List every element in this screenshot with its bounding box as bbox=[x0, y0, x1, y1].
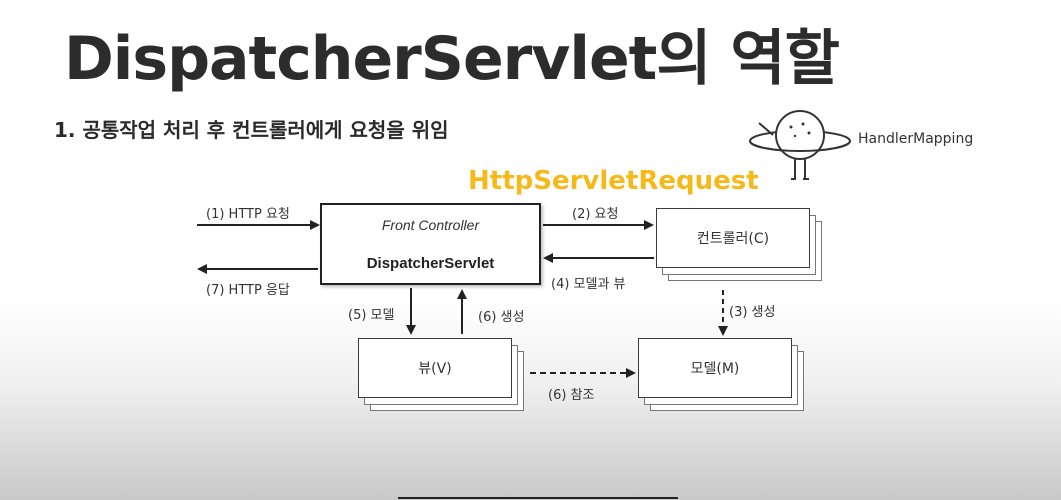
dispatcher-servlet-label: DispatcherServlet bbox=[366, 255, 495, 272]
model-box: 모델(M) bbox=[638, 338, 792, 398]
handler-mapping-label: HandlerMapping bbox=[858, 131, 974, 147]
view-box-label: 뷰(V) bbox=[418, 361, 452, 377]
bottom-divider bbox=[398, 497, 678, 499]
view-box: 뷰(V) bbox=[358, 338, 512, 398]
model-box-label: 모델(M) bbox=[690, 361, 740, 377]
front-controller-caption: Front Controller bbox=[381, 217, 480, 233]
slide-subtitle: 1. 공통작업 처리 후 컨트롤러에게 요청을 위임 bbox=[54, 118, 449, 142]
step-1-label: (1) HTTP 요청 bbox=[206, 207, 290, 222]
step-2-label: (2) 요청 bbox=[572, 207, 619, 222]
step-6-reference-label: (6) 참조 bbox=[548, 388, 595, 403]
step-4-label: (4) 모델과 뷰 bbox=[551, 277, 626, 292]
controller-box-label: 컨트롤러(C) bbox=[696, 231, 770, 247]
slide-title: DispatcherServlet의 역할 bbox=[64, 24, 840, 94]
step-7-label: (7) HTTP 응답 bbox=[206, 283, 290, 298]
planet-character-icon bbox=[749, 110, 851, 180]
step-3-label: (3) 생성 bbox=[729, 305, 776, 320]
step-5-label: (5) 모델 bbox=[348, 308, 395, 323]
controller-box: 컨트롤러(C) bbox=[656, 208, 810, 268]
http-servlet-request-label: HttpServletRequest bbox=[468, 166, 759, 196]
front-controller-box: Front Controller DispatcherServlet bbox=[320, 203, 541, 285]
step-6-create-label: (6) 생성 bbox=[478, 310, 525, 325]
